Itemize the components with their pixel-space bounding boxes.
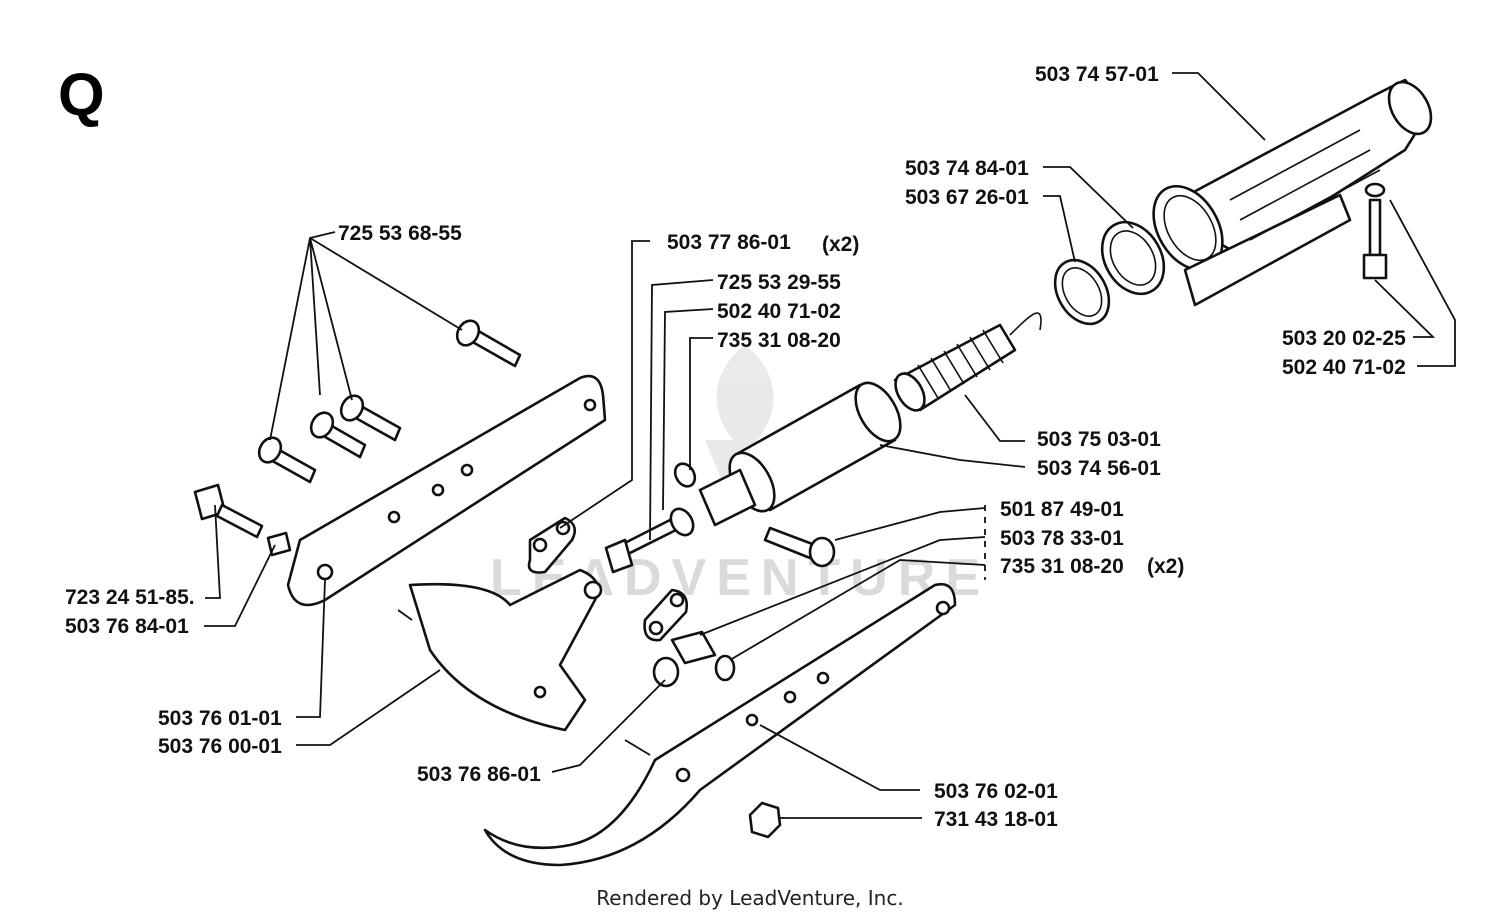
ring-large-part[interactable]	[1090, 211, 1176, 305]
part-label-503-74-57-01: 503 74 57-01	[1035, 63, 1159, 86]
part-label-502-40-71-02-b: 502 40 71-02	[1282, 356, 1406, 379]
part-qty-503-77-86-01: (x2)	[822, 233, 859, 256]
plate-bolt-2-part[interactable]	[337, 392, 402, 442]
part-label-501-87-49-01: 501 87 49-01	[1000, 498, 1124, 521]
spring-part[interactable]	[890, 312, 1042, 415]
part-qty-735-31-08-20-b: (x2)	[1147, 555, 1184, 578]
part-label-503-75-03-01: 503 75 03-01	[1037, 428, 1161, 451]
part-label-731-43-18-01: 731 43 18-01	[934, 808, 1058, 831]
part-label-735-31-08-20-b: 735 31 08-20	[1000, 555, 1124, 578]
part-label-503-74-84-01: 503 74 84-01	[905, 157, 1029, 180]
plate-bolt-3-part[interactable]	[307, 409, 367, 459]
section-letter: Q	[58, 61, 105, 128]
hook-part[interactable]	[483, 582, 957, 867]
tube-housing-part[interactable]	[1140, 75, 1440, 307]
part-label-503-78-33-01: 503 78 33-01	[1000, 527, 1124, 550]
leader-lines	[204, 72, 1456, 819]
part-label-725-53-68-55: 725 53 68-55	[338, 222, 462, 245]
part-label-503-76-02-01: 503 76 02-01	[934, 780, 1058, 803]
part-label-503-74-56-01: 503 74 56-01	[1037, 457, 1161, 480]
part-label-735-31-08-20-a: 735 31 08-20	[717, 329, 841, 352]
part-label-503-76-00-01: 503 76 00-01	[158, 735, 282, 758]
plate-bolt-4-part[interactable]	[255, 434, 317, 484]
plate-bolt-1-part[interactable]	[453, 317, 522, 368]
part-label-503-76-84-01: 503 76 84-01	[65, 615, 189, 638]
spacer-part[interactable]	[652, 630, 736, 688]
link-lower-part[interactable]	[643, 588, 688, 642]
top-plate-part[interactable]	[286, 374, 607, 607]
part-label-503-67-26-01: 503 67 26-01	[905, 186, 1029, 209]
blade-part[interactable]	[408, 568, 603, 732]
ring-small-part[interactable]	[1044, 251, 1120, 334]
hook-nut-part[interactable]	[748, 801, 782, 839]
part-label-502-40-71-02-a: 502 40 71-02	[717, 300, 841, 323]
part-label-503-76-01-01: 503 76 01-01	[158, 707, 282, 730]
part-label-725-53-29-55: 725 53 29-55	[717, 271, 841, 294]
pin-part[interactable]	[763, 526, 836, 568]
footer-credit: Rendered by LeadVenture, Inc.	[596, 886, 903, 910]
part-label-503-77-86-01: 503 77 86-01	[667, 231, 791, 254]
part-label-503-20-02-25: 503 20 02-25	[1282, 327, 1406, 350]
housing-screw-part[interactable]	[1362, 182, 1388, 280]
part-label-503-76-86-01: 503 76 86-01	[417, 763, 541, 786]
part-label-723-24-51-85: 723 24 51-85.	[65, 586, 195, 609]
cylinder-part[interactable]	[698, 375, 910, 527]
side-screw-part[interactable]	[193, 483, 292, 557]
